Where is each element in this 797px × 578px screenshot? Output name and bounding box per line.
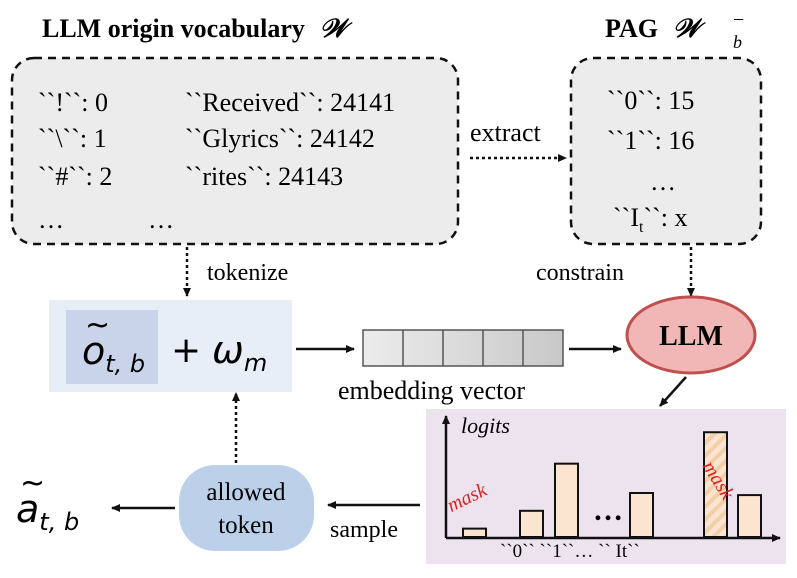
o-token-symbol: ot, b <box>82 329 145 378</box>
logit-bar <box>554 462 579 538</box>
logits-ellipsis: … <box>593 494 623 527</box>
allowed-token-node <box>179 465 314 551</box>
vocab-box <box>10 56 460 246</box>
vocab-entry: ``Received``: 24141 <box>185 88 395 117</box>
pag-entries: ``0``: 15 ``1``: 16 … ``It``: x <box>607 86 694 236</box>
allowed-token-line2: token <box>218 512 274 539</box>
vocab-entry: ``\``: 1 <box>38 124 107 153</box>
pag-title: PAG 𝒲 <box>605 14 706 43</box>
pag-ellipsis: … <box>650 167 676 196</box>
pag-entry-last: ``It``: x <box>613 203 687 236</box>
vocab-ellipsis: … <box>38 205 64 234</box>
logit-bar <box>703 431 728 538</box>
extract-label: extract <box>470 118 542 147</box>
embedding-bar <box>362 329 564 367</box>
logit-bar <box>737 494 762 539</box>
allowed-token-line1: allowed <box>206 479 286 506</box>
pag-entry: ``1``: 16 <box>607 126 694 155</box>
vocab-title-symbol: 𝒲 <box>319 14 353 43</box>
llm-node <box>625 295 757 375</box>
logits-x-tick-labels: ``0`` ``1``… `` It`` <box>500 541 640 562</box>
embedding-label: embedding vector <box>338 376 525 405</box>
tokenize-label: tokenize <box>207 260 288 286</box>
vocab-entry: ``#``: 2 <box>38 162 112 191</box>
constrain-label: constrain <box>536 260 624 286</box>
logit-bar <box>519 509 544 538</box>
vocab-title: LLM origin vocabulary 𝒲 <box>42 14 353 43</box>
pag-symbol: 𝒲 <box>672 14 706 43</box>
pag-box <box>569 56 763 246</box>
o-token-tilde: ~ <box>85 308 110 343</box>
vocab-ellipsis: … <box>148 205 174 234</box>
embedding-vector <box>362 329 564 367</box>
logits-bars <box>462 431 762 539</box>
pag-symbol-sub: b <box>733 32 742 52</box>
vocab-entry: ``Glyrics``: 24142 <box>185 124 375 153</box>
arrow-to-logits <box>659 376 687 407</box>
vocab-entry: ``!``: 0 <box>38 88 108 117</box>
sample-label: sample <box>330 517 398 543</box>
logit-bar <box>629 492 654 538</box>
llm-label: LLM <box>659 321 723 352</box>
logit-bar <box>462 527 487 538</box>
output-tilde: ~ <box>20 466 45 501</box>
pag-symbol-sup: − <box>733 9 744 31</box>
vocab-entries: ``!``: 0 ``Received``: 24141 ``\``: 1 ``… <box>38 88 395 234</box>
output-symbol: at, b <box>16 487 79 536</box>
plus-sign: + <box>171 330 201 371</box>
o-token-highlight <box>66 310 158 384</box>
logits-axis-label: logits <box>461 413 510 438</box>
pag-entry: ``0``: 15 <box>607 86 694 115</box>
vocab-entry: ``rites``: 24143 <box>185 162 343 191</box>
omega-symbol: ωm <box>212 328 267 377</box>
